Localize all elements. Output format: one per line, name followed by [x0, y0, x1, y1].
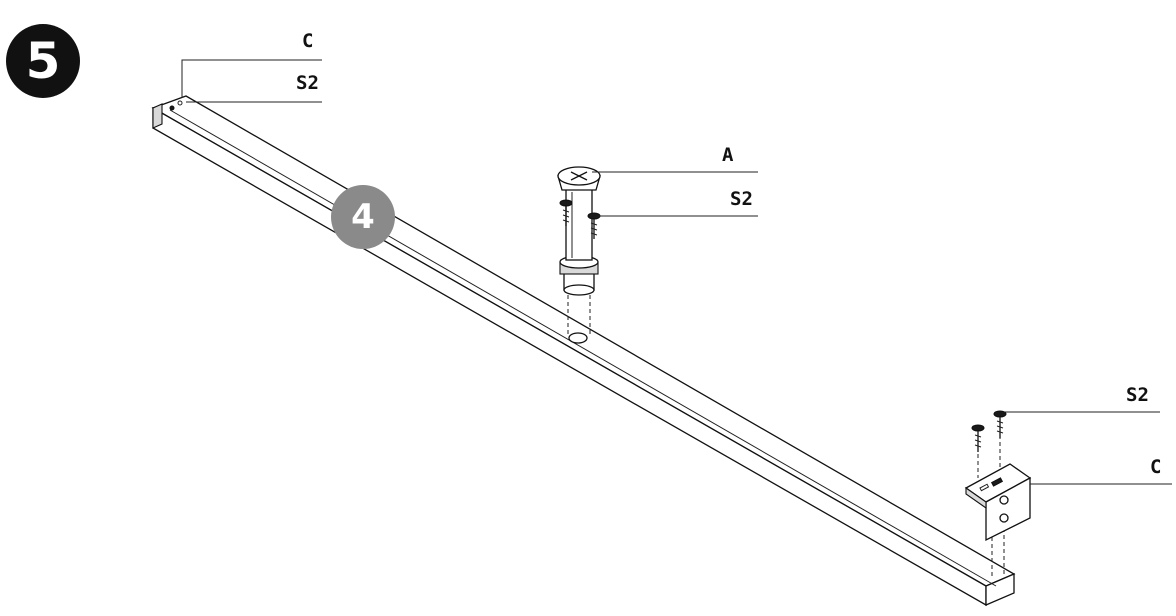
- callout-right-c: C: [1150, 456, 1162, 478]
- bracket-slot-1: [990, 477, 1004, 487]
- adjustable-foot: [557, 166, 601, 336]
- part-number-badge: 4: [331, 185, 395, 249]
- rail-groove: [169, 109, 997, 587]
- bracket-slot-2: [979, 483, 990, 492]
- foot-screw-left: [559, 199, 573, 226]
- rail-centre-hole: [568, 332, 588, 344]
- callout-left-s2: S2: [296, 72, 319, 94]
- bracket-edge: [965, 486, 987, 510]
- bracket-screw-left: [971, 424, 985, 452]
- foot-cross-2: [570, 171, 588, 181]
- foot-body: [565, 187, 593, 261]
- callout-right-s2: S2: [1126, 384, 1149, 406]
- foot-lower-sleeve-base: [563, 284, 595, 296]
- rail-hole-left-1: [169, 105, 175, 111]
- foot-screw-right: [587, 212, 601, 239]
- corner-bracket: [964, 410, 1032, 576]
- leader-left-c: [181, 59, 322, 98]
- step-number-badge: 5: [6, 24, 80, 98]
- rail-left-end: [152, 103, 163, 129]
- bracket-screw-right: [993, 410, 1007, 438]
- bracket-hole-2: [999, 513, 1009, 523]
- rail-hole-left-2: [177, 100, 183, 106]
- callout-mid-s2: S2: [730, 188, 753, 210]
- callout-left-c: C: [302, 30, 314, 52]
- callout-mid-a: A: [722, 144, 734, 166]
- rail-right-end: [985, 573, 1015, 606]
- bracket-side-plate: [985, 476, 1031, 542]
- leader-lines: [181, 59, 1172, 485]
- bracket-hole-1: [999, 495, 1009, 505]
